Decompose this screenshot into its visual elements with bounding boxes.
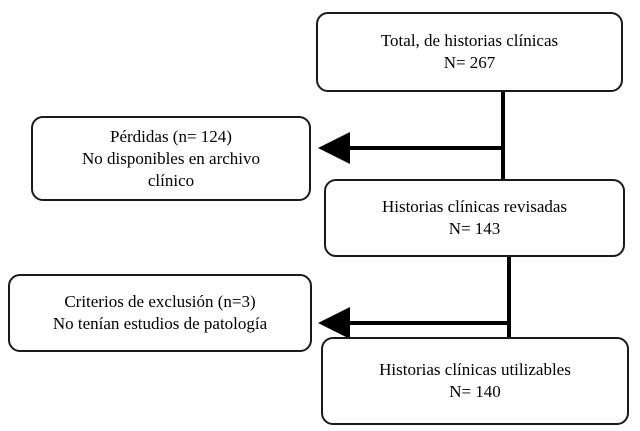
node-revisadas-title: Historias clínicas revisadas <box>381 197 568 216</box>
node-revisadas-count: N= 143 <box>448 219 501 238</box>
node-perdidas-title: Pérdidas (n= 124) <box>110 126 232 146</box>
node-perdidas-reason-cont: clínico <box>147 170 195 190</box>
node-perdidas-reason: No disponibles en archivo <box>82 148 260 168</box>
node-criterios-exclusion: Criterios de exclusión (n=3) No tenían e… <box>8 274 312 352</box>
node-utilizables-count: N= 140 <box>449 382 501 401</box>
node-total-historias: Total, de historias clínicas N= 267 <box>316 12 623 92</box>
node-perdidas: Pérdidas (n= 124) No disponibles en arch… <box>31 116 311 201</box>
node-total-count: N= 267 <box>443 53 496 72</box>
node-exclusion-reason: No tenían estudios de patología <box>52 314 268 333</box>
node-historias-utilizables: Historias clínicas utilizables N= 140 <box>321 337 629 425</box>
node-utilizables-title: Historias clínicas utilizables <box>379 360 571 379</box>
node-exclusion-title: Criterios de exclusión (n=3) <box>64 292 256 311</box>
node-historias-revisadas: Historias clínicas revisadas N= 143 <box>324 179 625 257</box>
node-total-title: Total, de historias clínicas <box>380 31 559 50</box>
